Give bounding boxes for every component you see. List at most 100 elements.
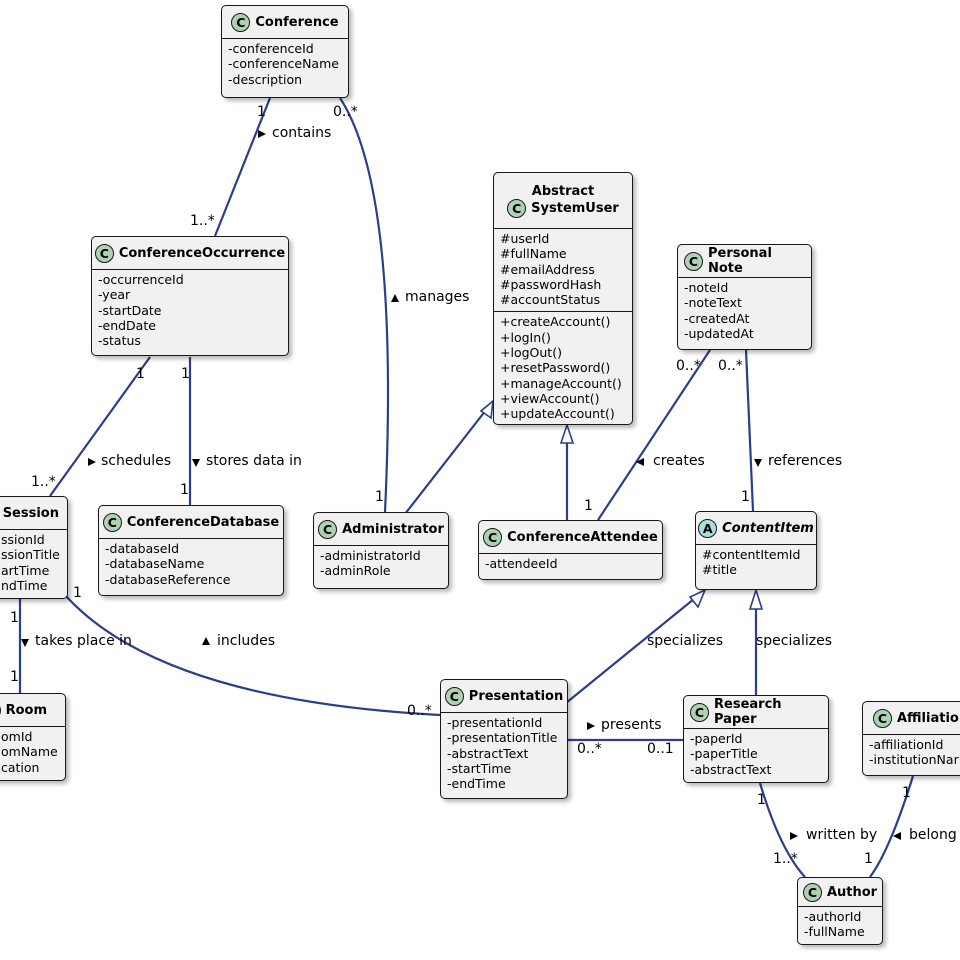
attribute: -presentationId: [447, 715, 543, 730]
direction-arrow-icon: [391, 294, 399, 302]
class-stereotype-icon: C: [94, 243, 114, 263]
class-conference-database[interactable]: C ConferenceDatabase -databaseId -databa…: [98, 505, 284, 596]
direction-arrow-icon: [587, 722, 595, 730]
class-name: Author: [826, 884, 878, 900]
attributes-section: -affiliationId -institutionNar: [863, 734, 960, 772]
attribute: -abstractText: [447, 745, 529, 761]
method: +resetPassword(): [500, 360, 611, 376]
class-header: C Affiliatio: [863, 702, 960, 734]
class-administrator[interactable]: C Administrator -administratorId -adminR…: [313, 512, 449, 589]
label-references: references: [768, 453, 843, 469]
method: +createAccount(): [500, 314, 611, 330]
attribute: #passwordHash: [500, 276, 602, 292]
label-specializes-paper: specializes: [756, 633, 832, 649]
multiplicity: 0..*: [718, 358, 743, 374]
attributes-section: #userId #fullName #emailAddress #passwor…: [494, 228, 632, 311]
attribute: -authorId: [804, 909, 862, 924]
multiplicity: 1: [180, 482, 189, 498]
class-name: ConferenceOccurrence: [118, 245, 286, 261]
direction-arrow-icon: [258, 130, 266, 138]
multiplicity: 1: [741, 489, 750, 505]
class-header: C Session: [0, 497, 67, 529]
attributes-section: omId omName cation: [0, 726, 65, 779]
edge-session-presentation: [64, 594, 441, 717]
class-room[interactable]: C Room omId omName cation: [0, 693, 66, 781]
class-session[interactable]: C Session ssionId ssionTitle artTime ndT…: [0, 496, 68, 599]
attribute: -paperTitle: [690, 746, 758, 762]
edge-conference-administrator: [339, 97, 390, 513]
edge-paper-author: [758, 782, 806, 878]
attributes-section: -attendeeId: [479, 553, 662, 575]
label-includes: includes: [217, 633, 276, 649]
class-header: Abstract C SystemUser: [494, 173, 632, 228]
attribute: -adminRole: [320, 563, 391, 579]
multiplicity: 0..*: [407, 703, 432, 719]
attribute: cation: [1, 759, 40, 775]
class-name: Administrator: [342, 521, 444, 537]
label-presents: presents: [601, 717, 662, 733]
multiplicity: 1: [902, 785, 911, 801]
label-stores-data-in: stores data in: [206, 453, 302, 469]
attributes-section: -paperId -paperTitle -abstractText: [684, 728, 828, 781]
attribute: ssionId: [1, 532, 45, 547]
class-stereotype-icon: C: [873, 708, 892, 728]
class-name: Research Paper: [714, 697, 782, 727]
method: +viewAccount(): [500, 390, 600, 406]
method: +logOut(): [500, 345, 562, 361]
multiplicity: 1..*: [31, 474, 56, 490]
class-conference-attendee[interactable]: C ConferenceAttendee -attendeeId: [478, 520, 663, 580]
multiplicity: 1: [10, 610, 19, 626]
attribute: omName: [1, 744, 58, 760]
class-header: C ConferenceOccurrence: [92, 237, 288, 269]
edge-affiliation-author: [869, 775, 915, 878]
method: +logIn(): [500, 329, 551, 345]
class-header: C Conference: [222, 6, 348, 38]
class-content-item[interactable]: A ContentItem #contentItemId #title: [695, 511, 817, 590]
class-author[interactable]: C Author -authorId -fullName: [797, 877, 883, 945]
methods-section: +createAccount() +logIn() +logOut() +res…: [494, 311, 632, 425]
attribute: omId: [1, 729, 33, 744]
multiplicity: 1..*: [190, 213, 215, 229]
abstract-stereotype-icon: A: [698, 518, 718, 538]
attribute: -createdAt: [684, 310, 750, 326]
attribute: ssionTitle: [1, 547, 60, 563]
attributes-section: -administratorId -adminRole: [314, 545, 448, 583]
label-schedules: schedules: [101, 453, 172, 469]
class-name: Affiliatio: [897, 710, 959, 726]
attributes-section: -databaseId -databaseName -databaseRefer…: [99, 538, 283, 591]
class-presentation[interactable]: C Presentation -presentationId -presenta…: [440, 679, 568, 799]
class-affiliation[interactable]: C Affiliatio -affiliationId -institution…: [862, 701, 960, 776]
attributes-section: -occurrenceId -year -startDate -endDate …: [92, 269, 288, 352]
inheritance-arrowhead-paper: [748, 587, 764, 610]
class-stereotype-icon: C: [444, 686, 464, 706]
class-conference[interactable]: C Conference -conferenceId -conferenceNa…: [221, 5, 349, 98]
class-header: A ContentItem: [696, 512, 816, 544]
attribute: ndTime: [1, 577, 48, 593]
attribute: -conferenceId: [228, 41, 314, 56]
label-creates: creates: [653, 453, 705, 469]
edge-conference-occurrence: [213, 97, 272, 237]
attribute: -databaseName: [105, 556, 205, 572]
class-research-paper[interactable]: C Research Paper -paperId -paperTitle -a…: [683, 695, 829, 783]
class-personal-note[interactable]: C Personal Note -noteId -noteText -creat…: [677, 244, 812, 350]
multiplicity: 1..*: [773, 851, 798, 867]
multiplicity: 1: [757, 792, 766, 808]
inheritance-arrowhead-administrator: [479, 399, 495, 420]
attributes-section: -presentationId -presentationTitle -abst…: [441, 712, 567, 795]
attribute: artTime: [1, 562, 50, 578]
multiplicity: 1: [584, 498, 593, 514]
edge-attendee-note: [597, 349, 711, 521]
class-header: C Research Paper: [684, 696, 828, 728]
multiplicity: 1: [181, 366, 190, 382]
multiplicity: 1: [864, 851, 873, 867]
direction-arrow-icon: [790, 832, 798, 840]
class-name: ConferenceDatabase: [126, 514, 280, 530]
class-system-user[interactable]: Abstract C SystemUser #userId #fullName …: [493, 172, 633, 425]
class-name: ContentItem: [722, 520, 814, 536]
attributes-section: ssionId ssionTitle artTime ndTime: [0, 529, 67, 597]
class-conference-occurrence[interactable]: C ConferenceOccurrence -occurrenceId -ye…: [91, 236, 289, 356]
multiplicity: 0..*: [577, 741, 602, 757]
class-name: ConferenceAttendee: [507, 529, 658, 545]
edge-occurrence-session: [49, 356, 151, 497]
